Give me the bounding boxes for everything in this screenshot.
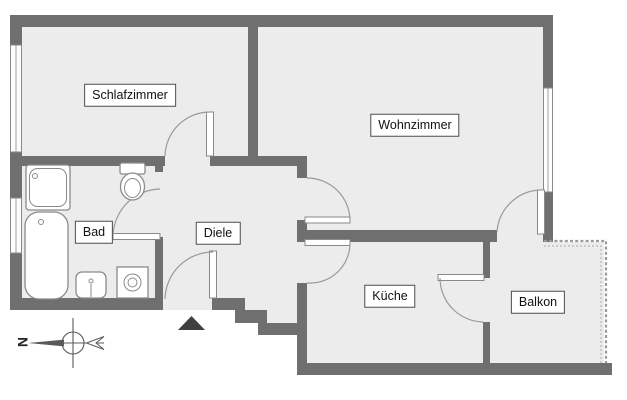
doorway-balkon-wohnzimmer [497, 230, 543, 242]
room-label-wohnzimmer: Wohnzimmer [370, 113, 460, 137]
room-label-kueche: Küche [364, 284, 416, 308]
door-schlafzimmer [164, 111, 214, 157]
wall-wohnzimmer-kueche [307, 230, 497, 242]
doorway-balkon-kueche [483, 278, 490, 322]
window-wohnzimmer [543, 87, 553, 193]
door-wohnzimmer [304, 177, 351, 224]
wall-kueche-left [297, 283, 307, 375]
floor-diele-step [245, 298, 297, 310]
room-label-bad: Bad [74, 220, 114, 244]
room-label-diele: Diele [195, 221, 241, 245]
wall-bad-diele [155, 166, 163, 172]
room-label-schlafzimmer: Schlafzimmer [84, 83, 176, 107]
window-schlafzimmer [10, 44, 22, 153]
door-kueche [304, 239, 351, 284]
wall-schlafzimmer-wohnzimmer [248, 27, 258, 156]
wall-diele-right [297, 166, 307, 178]
bathtub-icon [24, 211, 69, 300]
floor-diele-step [267, 310, 297, 323]
wall-outer-top [10, 15, 553, 27]
wall-bad-bottom [10, 298, 163, 310]
doorway-wohnzimmer [297, 178, 307, 220]
doorway-bad [155, 172, 163, 237]
wall-schlafzimmer-bottom [10, 156, 165, 166]
wall-outer-bottom [297, 363, 612, 375]
wall-diele-top [210, 156, 307, 166]
toilet-icon [119, 162, 146, 201]
entrance-arrow-icon [178, 316, 205, 330]
wall-entrance-step [235, 310, 267, 323]
doorway-entrance [163, 298, 212, 310]
doorway-kueche [297, 242, 307, 283]
windows [10, 44, 553, 254]
window-bad [10, 197, 22, 254]
wall-bad-diele [155, 237, 163, 298]
sink-icon [75, 271, 107, 299]
balcony-railing [544, 239, 608, 363]
compass-north-label: N [15, 336, 31, 348]
door-wohnzimmer-balkon [496, 189, 545, 235]
wall-entrance-step [212, 298, 245, 310]
bathroom-fixtures [24, 162, 149, 300]
washing-machine-icon [116, 266, 149, 299]
wall-entrance-step [258, 323, 298, 335]
wall-kueche-balkon [483, 242, 490, 278]
door-kueche-balkon [437, 274, 485, 323]
doors [112, 111, 545, 323]
room-label-balkon: Balkon [510, 290, 566, 314]
compass-icon [28, 318, 105, 368]
wall-diele-right [297, 220, 307, 242]
shower-icon [25, 164, 71, 211]
door-entrance [164, 250, 217, 300]
doorway-schlafzimmer [165, 156, 210, 166]
wall-kueche-balkon [483, 322, 490, 365]
